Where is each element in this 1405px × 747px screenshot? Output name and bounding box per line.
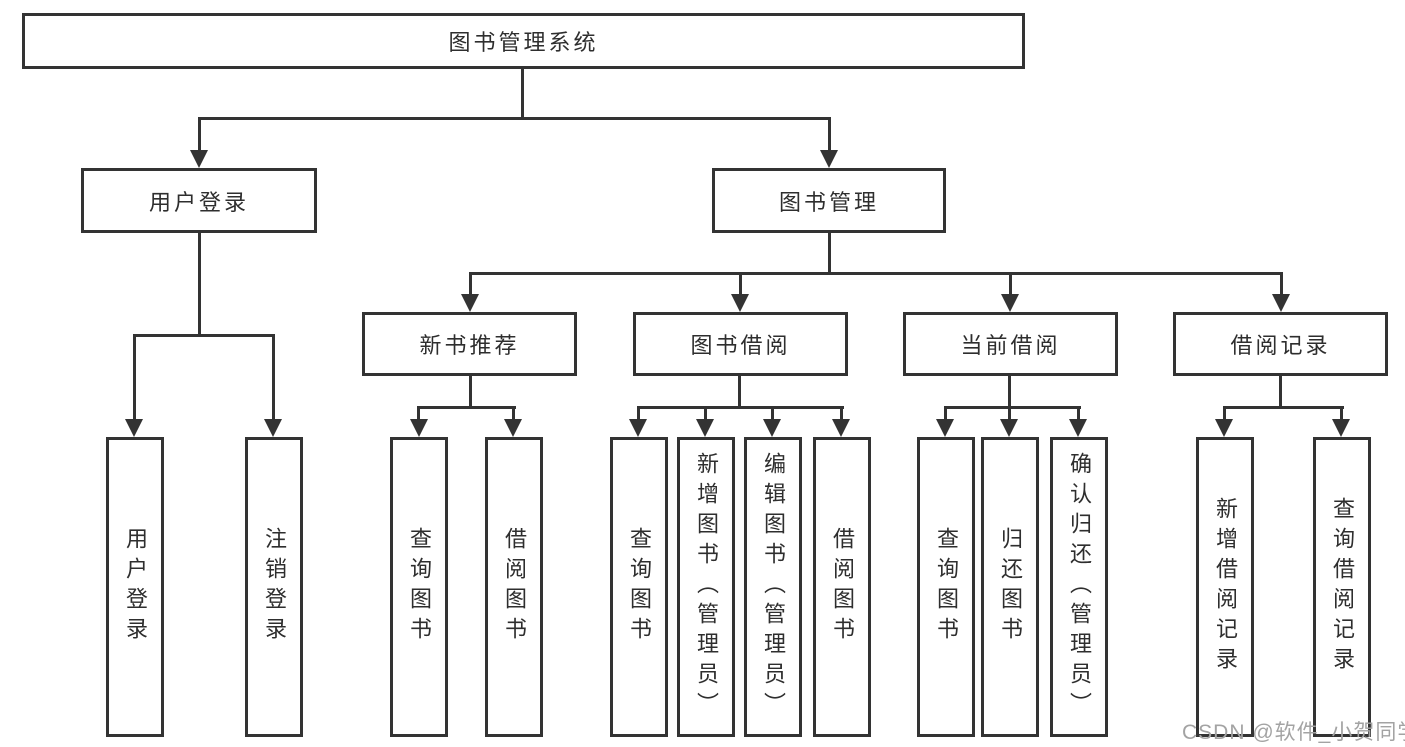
connector-vline bbox=[469, 272, 472, 294]
connector-vline bbox=[1009, 272, 1012, 294]
arrow-down-icon bbox=[264, 419, 282, 437]
arrow-down-icon bbox=[1272, 294, 1290, 312]
arrow-down-icon bbox=[629, 419, 647, 437]
arrow-down-icon bbox=[763, 419, 781, 437]
node-borrowing-records: 借阅记录 bbox=[1173, 312, 1388, 376]
node-root: 图书管理系统 bbox=[22, 13, 1025, 69]
arrow-down-icon bbox=[190, 150, 208, 168]
leaf-current-confirm-return-admin-label: 确认归还（管理员） bbox=[1067, 452, 1092, 722]
leaf-recommend-query-books: 查询图书 bbox=[390, 437, 448, 737]
connector-vline bbox=[469, 376, 472, 409]
node-current-borrowing-label: 当前借阅 bbox=[960, 333, 1061, 358]
connector-vline bbox=[828, 117, 831, 150]
arrow-down-icon bbox=[731, 294, 749, 312]
connector-hline bbox=[469, 272, 1283, 275]
connector-vline bbox=[637, 406, 640, 419]
connector-hline bbox=[944, 406, 1081, 409]
connector-vline bbox=[198, 117, 201, 150]
leaf-records-add-record-label: 新增借阅记录 bbox=[1213, 497, 1238, 677]
arrow-down-icon bbox=[1069, 419, 1087, 437]
arrow-down-icon bbox=[1000, 419, 1018, 437]
node-new-book-recommend: 新书推荐 bbox=[362, 312, 577, 376]
connector-vline bbox=[521, 69, 524, 119]
node-borrowing-records-label: 借阅记录 bbox=[1230, 333, 1331, 358]
connector-vline bbox=[944, 406, 947, 419]
leaf-borrowing-edit-books-admin: 编辑图书（管理员） bbox=[744, 437, 802, 737]
leaf-current-confirm-return-admin: 确认归还（管理员） bbox=[1050, 437, 1108, 737]
connector-vline bbox=[417, 406, 420, 419]
connector-hline bbox=[417, 406, 516, 409]
csdn-watermark: CSDN @软件_小贺同学 bbox=[1182, 721, 1405, 744]
connector-hline bbox=[198, 117, 831, 120]
node-book-borrowing: 图书借阅 bbox=[633, 312, 848, 376]
connector-vline bbox=[272, 334, 275, 419]
connector-vline bbox=[1077, 406, 1080, 419]
arrow-down-icon bbox=[504, 419, 522, 437]
leaf-borrowing-edit-books-admin-label: 编辑图书（管理员） bbox=[761, 452, 786, 722]
node-user-login: 用户登录 bbox=[81, 168, 317, 233]
leaf-records-query-record: 查询借阅记录 bbox=[1313, 437, 1371, 737]
arrow-down-icon bbox=[461, 294, 479, 312]
leaf-user-login-label: 用户登录 bbox=[123, 527, 148, 647]
node-new-book-recommend-label: 新书推荐 bbox=[419, 333, 520, 358]
connector-vline bbox=[840, 406, 843, 419]
leaf-borrowing-query-books-label: 查询图书 bbox=[627, 527, 652, 647]
arrow-down-icon bbox=[1001, 294, 1019, 312]
leaf-recommend-query-books-label: 查询图书 bbox=[407, 527, 432, 647]
connector-vline bbox=[1008, 376, 1011, 409]
connector-vline bbox=[704, 406, 707, 419]
arrow-down-icon bbox=[1215, 419, 1233, 437]
arrow-down-icon bbox=[936, 419, 954, 437]
arrow-down-icon bbox=[696, 419, 714, 437]
connector-vline bbox=[738, 376, 741, 409]
leaf-logout: 注销登录 bbox=[245, 437, 303, 737]
leaf-borrowing-add-books-admin: 新增图书（管理员） bbox=[677, 437, 735, 737]
leaf-recommend-borrow-books: 借阅图书 bbox=[485, 437, 543, 737]
connector-hline bbox=[133, 334, 275, 337]
connector-hline bbox=[637, 406, 844, 409]
leaf-records-add-record: 新增借阅记录 bbox=[1196, 437, 1254, 737]
leaf-borrowing-borrow-books: 借阅图书 bbox=[813, 437, 871, 737]
connector-hline bbox=[1223, 406, 1344, 409]
leaf-borrowing-query-books: 查询图书 bbox=[610, 437, 668, 737]
leaf-records-query-record-label: 查询借阅记录 bbox=[1330, 497, 1355, 677]
node-root-label: 图书管理系统 bbox=[448, 30, 599, 55]
node-book-management: 图书管理 bbox=[712, 168, 946, 233]
arrow-down-icon bbox=[410, 419, 428, 437]
arrow-down-icon bbox=[832, 419, 850, 437]
arrow-down-icon bbox=[820, 150, 838, 168]
node-book-management-label: 图书管理 bbox=[778, 189, 879, 215]
connector-vline bbox=[739, 272, 742, 294]
leaf-borrowing-add-books-admin-label: 新增图书（管理员） bbox=[694, 452, 719, 722]
connector-vline bbox=[512, 406, 515, 419]
arrow-down-icon bbox=[125, 419, 143, 437]
connector-vline bbox=[828, 233, 831, 275]
leaf-current-return-books: 归还图书 bbox=[981, 437, 1039, 737]
leaf-current-return-books-label: 归还图书 bbox=[998, 527, 1023, 647]
leaf-logout-label: 注销登录 bbox=[262, 527, 287, 647]
connector-vline bbox=[1280, 272, 1283, 294]
connector-vline bbox=[771, 406, 774, 419]
connector-vline bbox=[1279, 376, 1282, 409]
leaf-borrowing-borrow-books-label: 借阅图书 bbox=[830, 527, 855, 647]
leaf-current-query-books: 查询图书 bbox=[917, 437, 975, 737]
node-current-borrowing: 当前借阅 bbox=[903, 312, 1118, 376]
node-user-login-label: 用户登录 bbox=[148, 189, 249, 215]
connector-vline bbox=[198, 233, 201, 337]
leaf-user-login: 用户登录 bbox=[106, 437, 164, 737]
leaf-current-query-books-label: 查询图书 bbox=[934, 527, 959, 647]
arrow-down-icon bbox=[1332, 419, 1350, 437]
leaf-recommend-borrow-books-label: 借阅图书 bbox=[502, 527, 527, 647]
connector-vline bbox=[133, 334, 136, 419]
node-book-borrowing-label: 图书借阅 bbox=[690, 333, 791, 358]
connector-vline bbox=[1008, 406, 1011, 419]
connector-vline bbox=[1340, 406, 1343, 419]
connector-vline bbox=[1223, 406, 1226, 419]
